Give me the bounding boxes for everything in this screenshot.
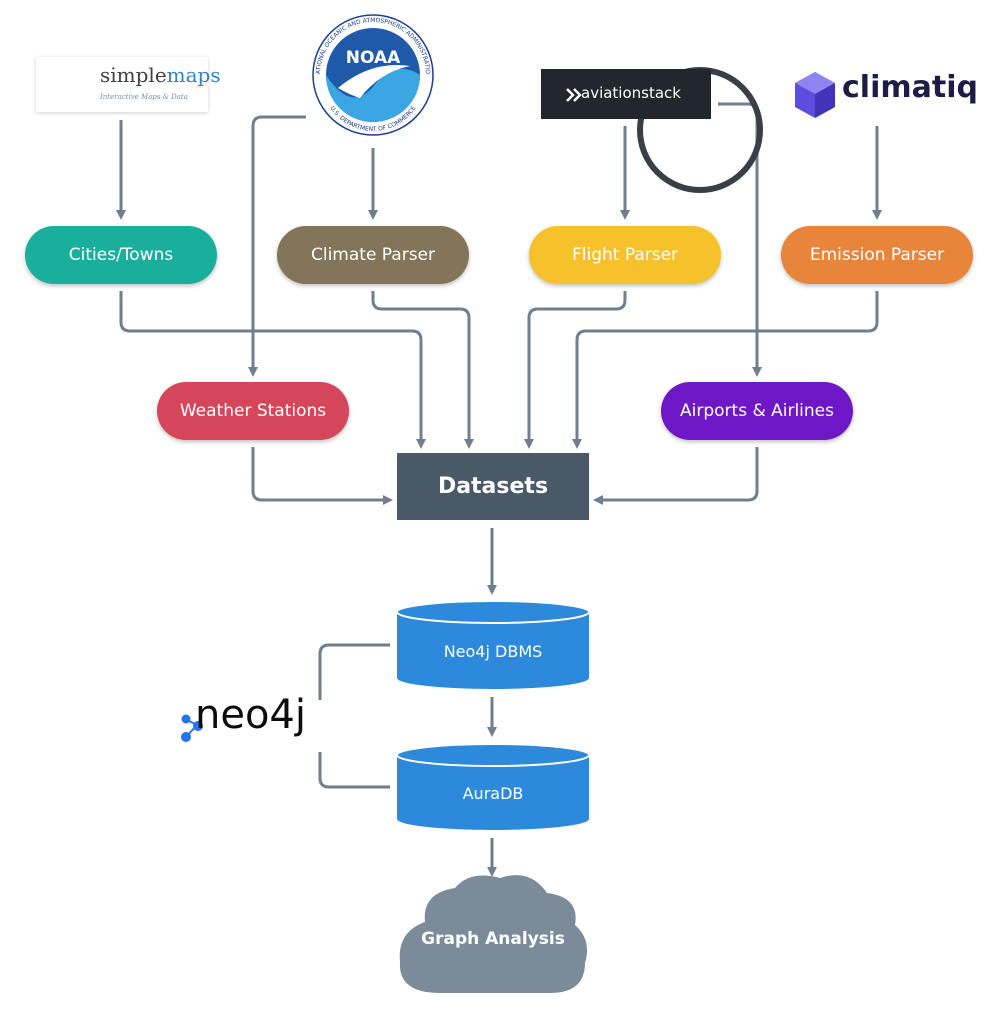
arrow-weather-to-datasets: [251, 447, 393, 505]
graph-analysis-cloud: [399, 875, 588, 993]
arrow-emission-to-datasets: [572, 291, 879, 449]
aviationstack-wordmark: aviationstack: [581, 84, 681, 102]
arrow-cities-to-datasets: [119, 291, 426, 449]
aviationstack-logo: aviationstack: [541, 69, 711, 119]
climatiq-cube-icon: [795, 72, 835, 118]
simplemaps-logo: simplemaps Interactive Maps & Data: [36, 57, 221, 112]
climatiq-wordmark: climatiq: [842, 70, 978, 105]
climate-parser-node: Climate Parser: [277, 226, 469, 284]
neo4j-wordmark: neo4j: [195, 692, 306, 738]
graph-analysis-label: Graph Analysis: [421, 929, 565, 949]
emission-parser-node: Emission Parser: [781, 226, 973, 284]
svg-text:NOAA: NOAA: [346, 48, 401, 68]
airports-airlines-node: Airports & Airlines: [661, 382, 853, 440]
arrow-climate-to-datasets: [371, 291, 474, 449]
neo4j-dbms-cylinder: [396, 600, 590, 689]
weather-stations-node: Weather Stations: [157, 382, 349, 440]
neo4j-graph-icon: [181, 714, 203, 742]
simplemaps-tagline: Interactive Maps & Data: [100, 93, 188, 101]
simplemaps-wordmark: simplemaps: [100, 63, 221, 87]
arrow-noaa-to-weather-stations: [248, 115, 306, 377]
aviationstack-mark: [566, 88, 582, 102]
neo4j-dbms-label: Neo4j DBMS: [443, 642, 543, 661]
datasets-node: Datasets: [397, 453, 589, 520]
neo4j-bracket: [318, 643, 390, 789]
cities-towns-node: Cities/Towns: [25, 226, 217, 284]
auradb-cylinder: [396, 743, 590, 830]
auradb-label: AuraDB: [462, 784, 524, 803]
arrow-flight-to-datasets: [524, 291, 627, 449]
flight-parser-node: Flight Parser: [529, 226, 721, 284]
arrow-airports-to-datasets: [593, 447, 759, 505]
